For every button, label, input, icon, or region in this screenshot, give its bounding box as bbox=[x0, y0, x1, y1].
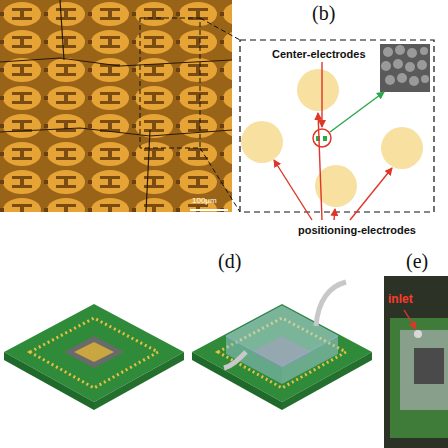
leader-arrow bbox=[404, 310, 416, 329]
center-electrode-ring bbox=[313, 129, 331, 147]
zoom-region bbox=[140, 18, 200, 148]
pcb-render-chamber bbox=[192, 282, 372, 410]
zoom-box bbox=[240, 40, 434, 212]
panel-label: (e) bbox=[406, 250, 428, 273]
leader-arrow bbox=[330, 92, 384, 132]
zoom-line bbox=[200, 18, 240, 40]
crack-lines bbox=[0, 0, 232, 212]
positioning-electrode bbox=[241, 121, 283, 163]
leader-arrow bbox=[321, 62, 322, 127]
positioning-electrode bbox=[381, 127, 423, 169]
leader-arrow bbox=[274, 160, 312, 220]
leader-arrow bbox=[318, 113, 322, 220]
pcb-render bbox=[4, 304, 184, 410]
leader-arrow bbox=[350, 168, 392, 220]
scale-bar bbox=[190, 209, 228, 211]
part-label: inlet bbox=[388, 292, 413, 306]
part-label: positioning-electrodes bbox=[298, 224, 416, 236]
panel-label: (d) bbox=[218, 250, 241, 273]
sem-grains bbox=[381, 45, 429, 86]
positioning-electrode bbox=[297, 69, 339, 111]
part-label: Center-electrodes bbox=[272, 48, 366, 60]
micrograph bbox=[0, 0, 232, 212]
scale-label: 100μm bbox=[192, 196, 217, 205]
panel-label: (b) bbox=[312, 2, 335, 25]
leader-arrow bbox=[334, 209, 335, 220]
device-photo bbox=[384, 276, 448, 448]
center-electrode bbox=[323, 136, 327, 141]
sem-inset bbox=[380, 44, 430, 92]
